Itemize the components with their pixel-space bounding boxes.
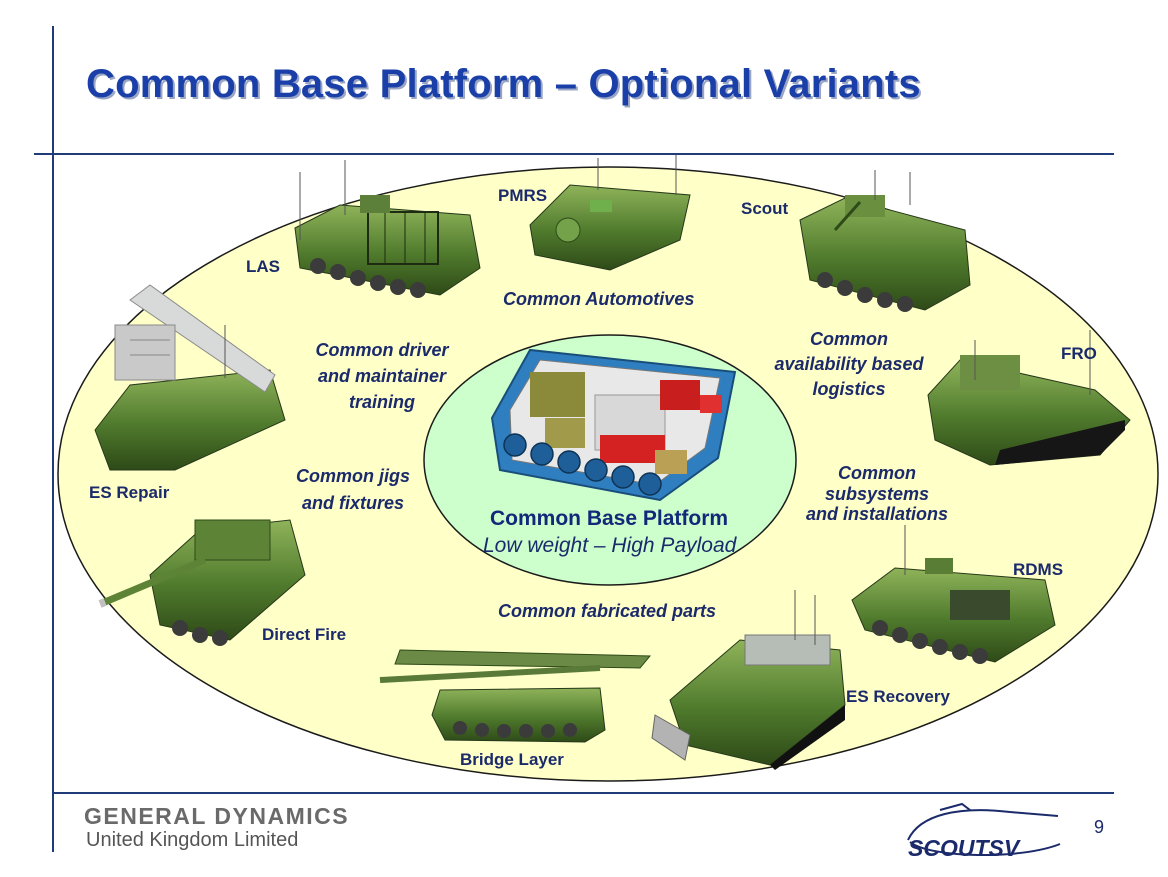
footer-rule	[52, 792, 1114, 794]
label-direct-fire: Direct Fire	[262, 625, 347, 644]
base-platform-cutaway-icon	[490, 348, 737, 502]
es-repair-vehicle-icon	[94, 284, 286, 471]
rdms-vehicle-icon	[851, 525, 1056, 664]
common-jigs: Common jigs and fixtures	[282, 463, 424, 517]
es-recovery-vehicle-icon	[651, 590, 846, 770]
center-subtitle: Low weight – High Payload	[483, 534, 737, 557]
scoutsv-logo-icon: SCOUTSV	[907, 802, 1061, 861]
company-name: GENERAL DYNAMICS	[84, 803, 350, 829]
common-logistics-line-1: Common	[810, 329, 888, 349]
common-subsystems: Common subsystems and installations	[788, 463, 966, 525]
common-driver-training: Common driver and maintainer training	[296, 337, 468, 415]
direct-fire-vehicle-icon	[98, 519, 306, 646]
common-subsystems-line-3: and installations	[805, 504, 949, 525]
common-logistics: Common availability based logistics	[760, 327, 938, 403]
common-automotives: Common Automotives	[503, 289, 695, 309]
common-subsystems-line-1: Common	[838, 463, 916, 483]
label-pmrs: PMRS	[498, 186, 548, 205]
common-driver-line-1: Common driver	[315, 340, 449, 360]
left-rule	[52, 26, 54, 852]
label-es-repair: ES Repair	[89, 483, 170, 502]
label-bridge-layer: Bridge Layer	[460, 750, 564, 769]
title-rule	[34, 153, 1114, 155]
common-logistics-line-2: availability based	[774, 354, 924, 375]
bridge-layer-vehicle-icon	[379, 649, 652, 743]
center-title: Common Base Platform	[490, 507, 729, 530]
common-fabricated-parts: Common fabricated parts	[498, 601, 717, 621]
label-scout: Scout	[741, 199, 789, 218]
label-las: LAS	[246, 257, 280, 276]
label-es-recovery: ES Recovery	[846, 687, 950, 706]
scout-vehicle-icon	[799, 170, 971, 312]
slide-title: Common Base Platform – Optional Variants	[86, 62, 921, 106]
las-vehicle-icon	[294, 160, 481, 298]
common-jigs-line-1: Common jigs	[295, 466, 410, 486]
logo-text: SCOUTSV	[908, 835, 1021, 861]
page-number: 9	[1094, 817, 1105, 837]
fro-vehicle-icon	[927, 330, 1131, 466]
common-subsystems-line-2: subsystems	[824, 483, 930, 504]
company-subtitle: United Kingdom Limited	[86, 829, 299, 851]
common-logistics-line-3: logistics	[812, 379, 886, 400]
pmrs-vehicle-icon	[529, 155, 691, 271]
scoutsv-logo: SCOUTSV	[900, 800, 1068, 866]
label-fro: FRO	[1061, 344, 1097, 363]
common-jigs-line-2: and fixtures	[301, 493, 405, 513]
label-rdms: RDMS	[1013, 560, 1064, 579]
common-driver-line-2: and maintainer	[317, 366, 447, 387]
common-driver-line-3: training	[349, 392, 415, 413]
